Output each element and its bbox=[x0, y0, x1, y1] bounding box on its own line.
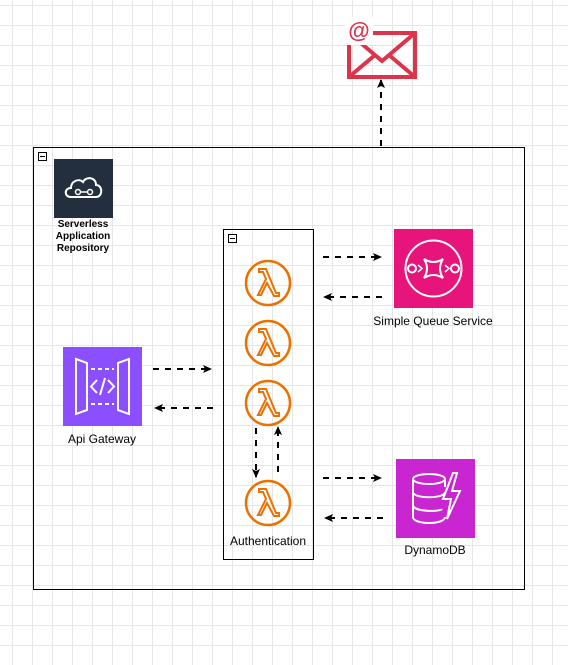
lambda-group-collapse-button[interactable] bbox=[228, 234, 237, 243]
lambda-icon bbox=[244, 319, 292, 367]
authentication-label: Authentication bbox=[229, 534, 307, 548]
svg-text:@: @ bbox=[348, 18, 369, 43]
serverless-repo-icon bbox=[54, 159, 113, 218]
lambda-icon bbox=[244, 259, 292, 307]
dynamodb-label: DynamoDB bbox=[404, 543, 466, 557]
dynamodb-icon bbox=[396, 459, 475, 538]
serverless-repo-label: Serverless Application Repository bbox=[55, 219, 111, 254]
sqs-icon bbox=[394, 229, 473, 308]
authentication-lambda-icon bbox=[244, 479, 292, 527]
api-gateway-label: Api Gateway bbox=[67, 432, 137, 446]
sqs-label: Simple Queue Service bbox=[373, 314, 493, 328]
email-icon: @ bbox=[345, 17, 417, 79]
outer-collapse-button[interactable] bbox=[38, 152, 47, 161]
outer-container bbox=[33, 147, 525, 590]
lambda-icon bbox=[244, 379, 292, 427]
lambda-group bbox=[223, 229, 314, 560]
api-gateway-icon bbox=[63, 347, 142, 426]
